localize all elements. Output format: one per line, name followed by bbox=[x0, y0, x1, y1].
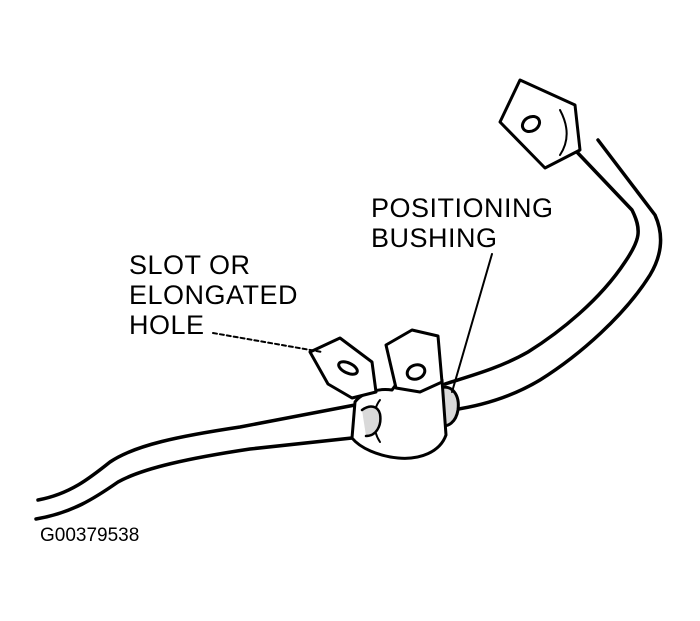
bar-lower-edge bbox=[34, 436, 354, 521]
leader-line-positioning-bushing bbox=[451, 253, 493, 393]
slot-label-line-3: HOLE bbox=[129, 310, 205, 340]
bar-end-shading bbox=[559, 109, 568, 156]
clamp-bushing-rubber bbox=[360, 405, 382, 438]
positioning-bushing-label: POSITIONING BUSHING bbox=[371, 193, 554, 253]
bar-upper-edge bbox=[36, 403, 357, 502]
slot-elongated-hole bbox=[337, 360, 359, 376]
bracket-bolt-hole bbox=[405, 363, 427, 381]
bar-end-hole bbox=[520, 114, 542, 134]
clamp-ear-right bbox=[384, 328, 444, 394]
positioning-bushing-label-line-1: POSITIONING bbox=[371, 193, 554, 223]
slot-label-line-2: ELONGATED bbox=[129, 280, 299, 310]
leader-line-slot bbox=[212, 332, 323, 353]
bar-right-lower-edge bbox=[450, 138, 663, 412]
bar-right-upper-edge bbox=[443, 148, 640, 386]
positioning-bushing-label-line-2: BUSHING bbox=[371, 223, 498, 253]
figure-id: G00379538 bbox=[40, 525, 140, 546]
slot-label-line-1: SLOT OR bbox=[129, 250, 251, 280]
slot-or-elongated-hole-label: SLOT OR ELONGATED HOLE bbox=[129, 250, 298, 340]
clamp-ear-left bbox=[308, 336, 378, 400]
